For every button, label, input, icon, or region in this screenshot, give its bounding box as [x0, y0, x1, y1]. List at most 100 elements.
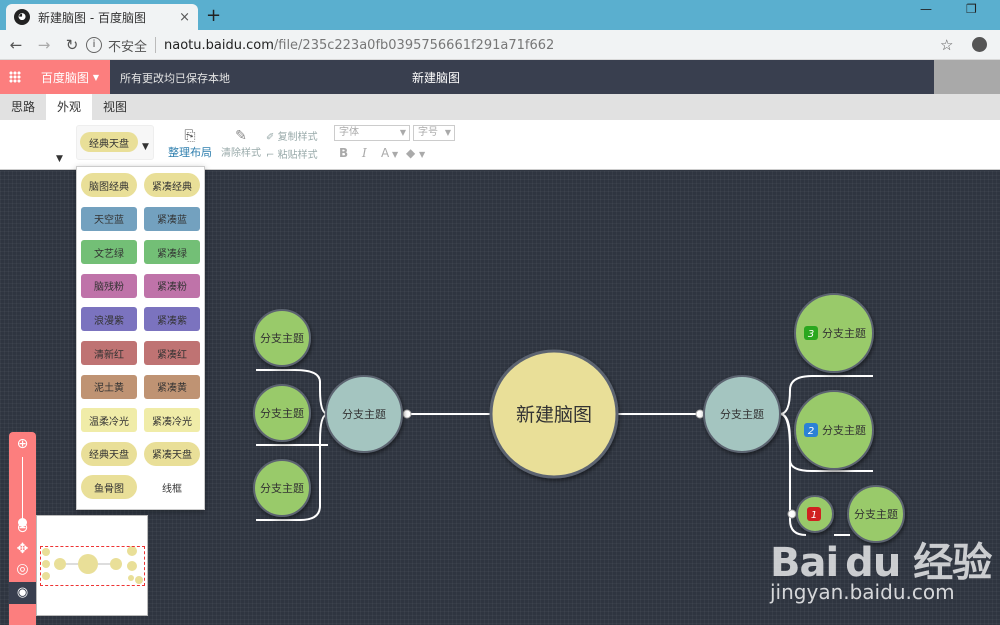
paste-style-icon: ⌐: [266, 150, 275, 161]
bold-button[interactable]: B: [339, 146, 349, 160]
right-branch-node[interactable]: [703, 375, 781, 453]
navigator-viewport[interactable]: [40, 546, 145, 586]
theme-option[interactable]: 紧凑紫: [144, 307, 200, 332]
tab-close-icon[interactable]: ×: [179, 9, 190, 25]
paste-style-label: 粘贴样式: [277, 150, 318, 161]
user-avatar[interactable]: [934, 60, 1000, 94]
browser-tab[interactable]: ◕ 新建脑图 - 百度脑图 ×: [6, 4, 198, 30]
right-child-label: 分支主题: [822, 424, 866, 437]
left-branch-label: 分支主题: [342, 408, 386, 421]
italic-button[interactable]: I: [362, 146, 367, 160]
theme-option[interactable]: 脑图经典: [81, 173, 137, 197]
priority-3-icon: [804, 326, 818, 340]
theme-option[interactable]: 天空蓝: [81, 206, 137, 231]
tab-appearance[interactable]: 外观: [46, 94, 92, 120]
left-child-node[interactable]: [253, 384, 311, 442]
right-branch-label: 分支主题: [720, 408, 764, 421]
minimize-icon[interactable]: —: [920, 2, 932, 16]
font-family-value: 字体: [339, 127, 359, 138]
right-child-label: 分支主题: [822, 327, 866, 340]
theme-option[interactable]: 线框: [144, 475, 200, 500]
locate-icon[interactable]: ◎: [16, 561, 29, 577]
menu-tabs: 思路 外观 视图: [0, 94, 1000, 120]
theme-option[interactable]: 温柔冷光: [81, 408, 137, 433]
paste-style-button[interactable]: ⌐ 粘贴样式: [266, 146, 318, 161]
new-tab-button[interactable]: +: [206, 5, 222, 26]
right-grandchild-label: 分支主题: [854, 508, 898, 521]
move-icon[interactable]: ✥: [16, 541, 29, 557]
right-child-node[interactable]: [794, 390, 874, 470]
url-field[interactable]: i 不安全 naotu.baidu.com/file/235c223a0fb03…: [86, 33, 966, 57]
font-color-button[interactable]: A: [381, 146, 390, 160]
font-size-select[interactable]: 字号▼: [413, 125, 455, 141]
theme-option[interactable]: 紧凑天盘: [144, 441, 200, 466]
theme-option[interactable]: 紧凑蓝: [144, 206, 200, 231]
zoom-track[interactable]: [22, 457, 23, 527]
address-bar: ← → ↻ i 不安全 naotu.baidu.com/file/235c223…: [0, 30, 1000, 60]
app-header: 百度脑图▼ 所有更改均已保存本地 新建脑图: [0, 60, 1000, 94]
brand-menu-button[interactable]: 百度脑图▼: [30, 60, 110, 94]
bg-color-button[interactable]: ◆: [406, 146, 416, 160]
tab-title: 新建脑图 - 百度脑图: [38, 10, 146, 25]
left-child-node[interactable]: [253, 459, 311, 517]
theme-option[interactable]: 紧凑粉: [144, 273, 200, 298]
theme-option[interactable]: 紧凑冷光: [144, 408, 200, 433]
document-title[interactable]: 新建脑图: [412, 71, 461, 85]
bookmark-star-icon[interactable]: ☆: [940, 36, 954, 54]
caret-down-icon: ▼: [92, 72, 100, 82]
brand-label: 百度脑图: [40, 70, 89, 85]
left-child-label: 分支主题: [260, 332, 304, 345]
right-grandchild-node[interactable]: [847, 485, 905, 543]
security-label: 不安全: [108, 39, 148, 55]
app-grid-button[interactable]: [0, 60, 30, 94]
clear-style-button[interactable]: ✎ 清除样式: [221, 128, 261, 159]
root-node[interactable]: [489, 349, 619, 479]
url-divider: [155, 37, 157, 53]
theme-dropdown-caret-icon[interactable]: ▼: [142, 142, 149, 152]
font-family-select[interactable]: 字体▼: [334, 125, 410, 141]
theme-option[interactable]: 紧凑红: [144, 341, 200, 365]
account-icon[interactable]: [972, 37, 987, 52]
theme-option[interactable]: 清新红: [81, 341, 137, 365]
zoom-in-icon[interactable]: ⊕: [16, 436, 29, 452]
left-child-label: 分支主题: [260, 482, 304, 495]
theme-option[interactable]: 鱼骨图: [81, 475, 137, 500]
left-child-label: 分支主题: [260, 407, 304, 420]
arrange-layout-button[interactable]: ⎘ 整理布局: [168, 128, 212, 160]
font-color-caret-icon[interactable]: ▼: [392, 150, 399, 159]
theme-option[interactable]: 浪漫紫: [81, 307, 137, 332]
theme-option[interactable]: 紧凑黄: [144, 374, 200, 399]
url-path: /file/235c223a0fb0395756661f291a71f662: [273, 37, 555, 53]
tab-idea[interactable]: 思路: [10, 100, 35, 114]
info-icon[interactable]: i: [86, 37, 102, 53]
restore-icon[interactable]: ❐: [966, 2, 977, 16]
zoom-slider-handle[interactable]: [18, 518, 27, 527]
priority-1-label: 1: [811, 510, 817, 521]
forward-icon[interactable]: →: [37, 35, 51, 54]
theme-option[interactable]: 文艺绿: [81, 240, 137, 265]
favicon-icon: ◕: [14, 9, 30, 25]
url-host: naotu.baidu.com: [164, 37, 274, 53]
theme-option[interactable]: 紧凑绿: [144, 240, 200, 265]
copy-style-button[interactable]: ✐ 复制样式: [266, 128, 318, 143]
navigator-toggle-eye-icon[interactable]: ◉: [9, 582, 36, 604]
template-dropdown-caret-icon[interactable]: ▼: [56, 154, 63, 164]
theme-option[interactable]: 经典天盘: [81, 441, 137, 466]
right-child-node[interactable]: [794, 293, 874, 373]
tab-view[interactable]: 视图: [102, 100, 127, 114]
save-status: 所有更改均已保存本地: [120, 72, 230, 85]
theme-option[interactable]: 紧凑经典: [144, 173, 200, 197]
caret-down-icon: ▼: [444, 128, 451, 137]
current-theme-button[interactable]: 经典天盘: [80, 132, 138, 152]
back-icon[interactable]: ←: [9, 35, 23, 54]
priority-2-icon: [804, 423, 818, 437]
left-child-node[interactable]: [253, 309, 311, 367]
zoom-out-icon[interactable]: ⊖: [16, 520, 29, 536]
reload-icon[interactable]: ↻: [65, 35, 79, 54]
theme-option[interactable]: 脑残粉: [81, 273, 137, 298]
left-branch-node[interactable]: [325, 375, 403, 453]
connector-lines: [256, 369, 873, 536]
theme-option[interactable]: 泥土黄: [81, 374, 137, 399]
bg-color-caret-icon[interactable]: ▼: [419, 150, 426, 159]
